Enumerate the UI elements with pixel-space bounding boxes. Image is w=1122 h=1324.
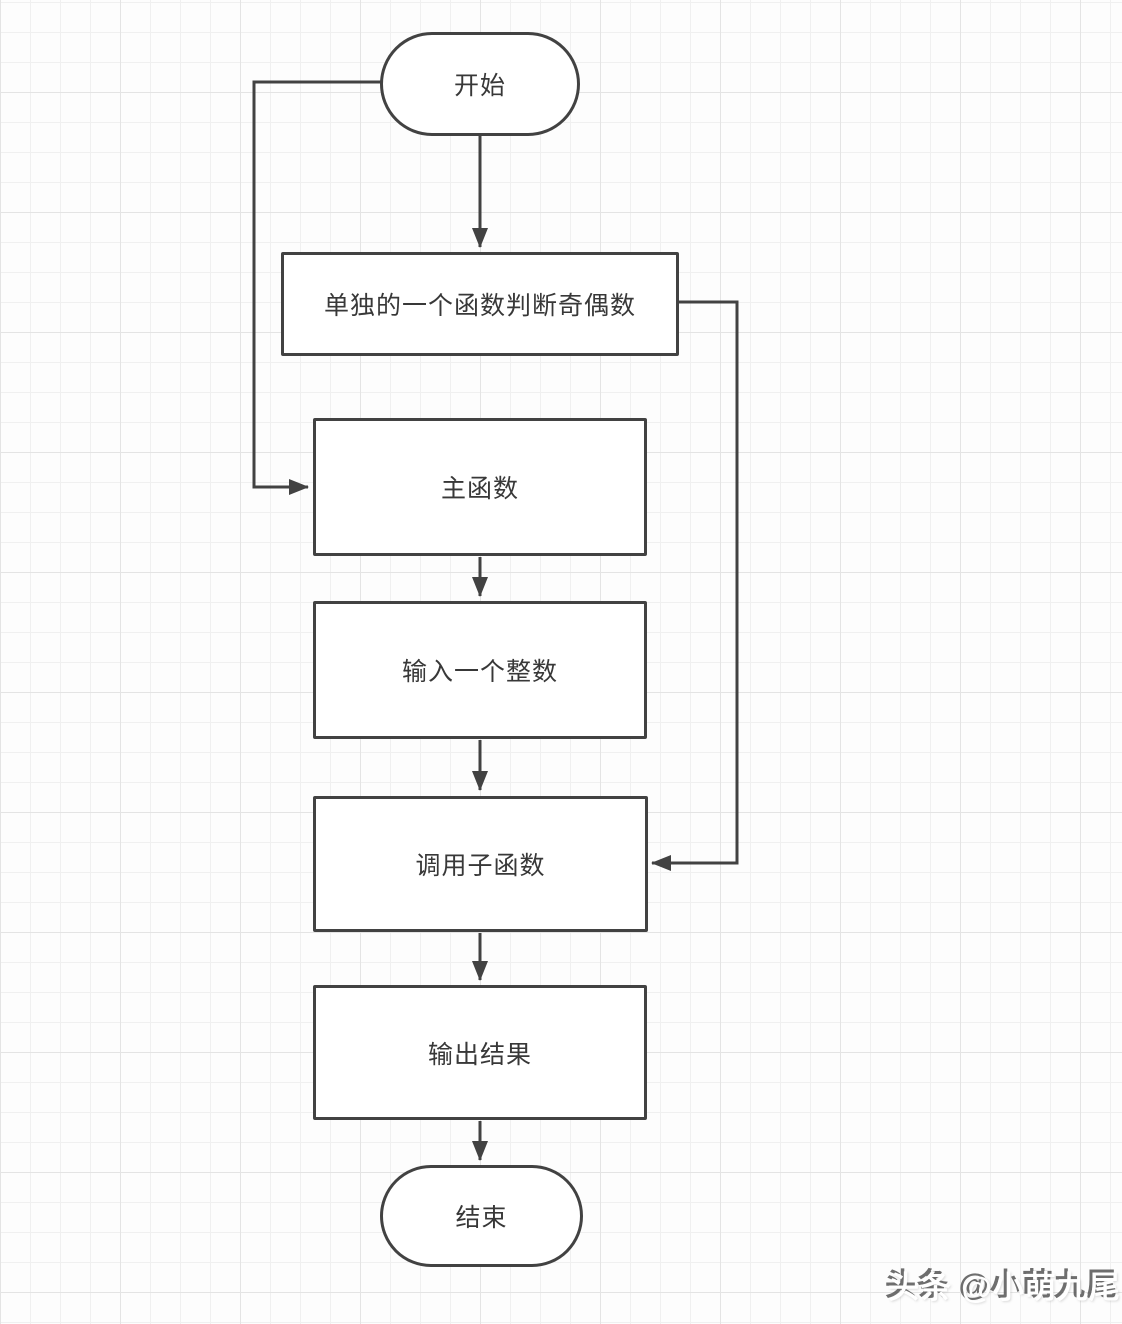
watermark: 头条 @小萌九尾: [888, 1270, 1121, 1305]
flowchart-node-output-result: 输出结果: [313, 985, 647, 1120]
flowchart-node-input-integer: 输入一个整数: [313, 601, 647, 739]
node-label-main-function: 主函数: [440, 475, 519, 503]
node-label-output-result: 输出结果: [427, 1040, 532, 1069]
flowchart-node-call-subfunction: 调用子函数: [313, 796, 648, 932]
node-label-judge-function: 单独的一个函数判断奇偶数: [323, 292, 636, 320]
node-label-end: 结束: [455, 1204, 508, 1232]
node-label-start: 开始: [453, 72, 506, 100]
flowchart-node-start: 开始: [380, 32, 580, 136]
node-label-call-subfunction: 调用子函数: [415, 852, 546, 880]
flowchart-node-judge-function: 单独的一个函数判断奇偶数: [281, 252, 679, 356]
edge-judge-to-call: [651, 300, 739, 871]
node-label-input-integer: 输入一个整数: [401, 658, 558, 686]
flowchart-node-main-function: 主函数: [313, 418, 647, 556]
flowchart-node-end: 结束: [380, 1165, 583, 1267]
edge-start-to-main: [252, 80, 381, 495]
